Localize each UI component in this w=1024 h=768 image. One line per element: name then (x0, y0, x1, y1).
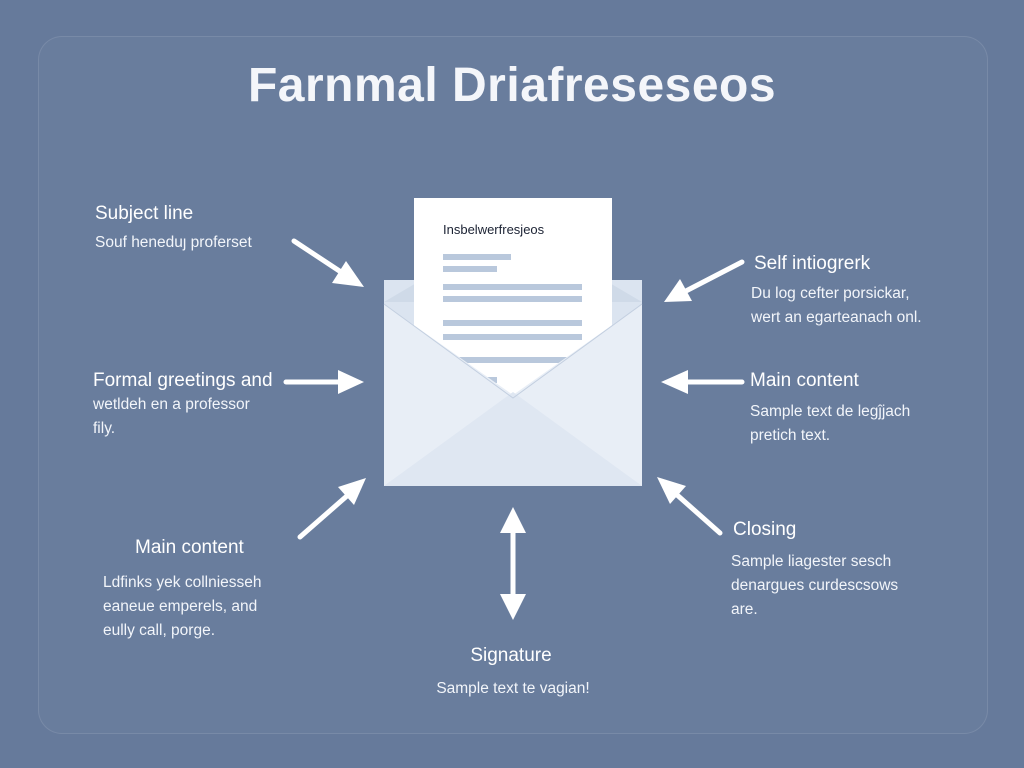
main-content-right-heading: Main content (750, 370, 859, 391)
closing-heading: Closing (733, 519, 797, 540)
subject-arrow (291, 238, 364, 287)
closing-arrow (657, 477, 723, 536)
main-content-left-heading: Main content (135, 537, 244, 558)
signature-arrow (500, 507, 526, 620)
signature-heading: Signature (470, 645, 552, 666)
envelope-right-flap (513, 304, 642, 486)
envelope-seam (383, 303, 643, 399)
main-left-arrow (297, 478, 366, 540)
doc-line (443, 266, 497, 272)
closing-description: Sample liagester sesch denargues curdesc… (731, 553, 899, 618)
diagram-panel (38, 36, 988, 734)
doc-line (443, 296, 582, 302)
doc-line (443, 320, 582, 326)
doc-line (443, 357, 582, 363)
main-content-right-description: Sample text de legĵjach pretich text. (750, 403, 911, 444)
greetings-heading: Formal greetings and (93, 370, 273, 391)
arrows (283, 238, 745, 620)
greetings-description: wetldeh en a professor fily. (93, 396, 250, 437)
document-heading: Insbelwerfresjeos (443, 222, 545, 237)
main-content-left-description: Ldfinks yek collniesseh eaneue emperels,… (103, 574, 262, 639)
self-arrow (664, 259, 745, 302)
subject-line-description: Souf heneduȷ proferset (95, 234, 252, 251)
main-right-arrow (661, 370, 745, 394)
signature-description: Sample text te vagian! (436, 680, 590, 697)
self-intro-description: Du log cefter porsickar, wert an egartea… (751, 285, 922, 326)
diagram-title: Farnmal Driafreseseos (247, 59, 777, 112)
doc-line (443, 254, 511, 260)
envelope-bottom-flap (384, 392, 642, 486)
envelope-left-flap (384, 304, 513, 486)
subject-line-heading: Subject line (95, 203, 194, 224)
doc-line (443, 334, 582, 340)
greetings-arrow (283, 370, 364, 394)
doc-line (443, 284, 582, 290)
self-intro-heading: Self intiogrerk (754, 253, 871, 274)
